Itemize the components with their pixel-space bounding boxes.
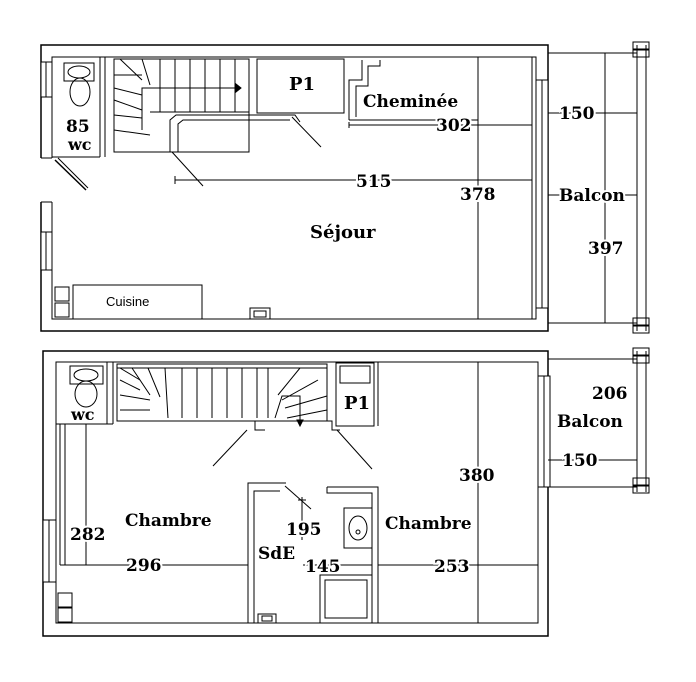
living-length: 515 xyxy=(356,172,392,192)
shower-icon xyxy=(319,574,373,624)
lower-placard-label: P1 xyxy=(344,393,370,414)
lower-labels: wc P1 206 Balcon 150 380 Chambre 282 296… xyxy=(68,384,628,579)
upper-floor-plan xyxy=(40,41,650,334)
bedroom1-label: Chambre xyxy=(125,511,212,531)
kitchen-label: Cuisine xyxy=(106,294,149,309)
lower-stair-door-right xyxy=(336,429,373,470)
lower-balcony-length: 206 xyxy=(592,384,628,404)
bath-depth: 195 xyxy=(286,520,322,540)
lower-floor-plan xyxy=(42,347,650,637)
washbasin-icon xyxy=(343,507,373,549)
kitchen-counter xyxy=(54,284,203,320)
lower-staircase xyxy=(116,363,328,428)
upper-balcony xyxy=(548,41,650,334)
upper-staircase xyxy=(113,58,250,153)
upper-balcony-length: 397 xyxy=(588,239,624,259)
bathroom-door-leaf xyxy=(284,485,312,510)
upper-wc-size: 85 xyxy=(66,117,90,137)
lower-balcony-label: Balcon xyxy=(557,412,623,432)
lower-balcony xyxy=(548,347,650,494)
bedroom2-width: 253 xyxy=(434,557,470,577)
upper-placard xyxy=(256,58,345,114)
bath-label: SdE xyxy=(258,544,295,564)
upper-balcony-label: Balcon xyxy=(559,186,625,206)
fireplace-dimension: 302 xyxy=(436,116,472,136)
bedroom1-width: 296 xyxy=(126,556,162,576)
upper-placard-label: P1 xyxy=(289,74,315,95)
bath-width: 145 xyxy=(305,557,341,577)
upper-stair-door-left xyxy=(171,151,204,187)
upper-stair-door-right xyxy=(291,116,322,148)
upper-entry-door-leaf xyxy=(54,159,87,191)
living-depth: 378 xyxy=(460,185,496,205)
lower-balcony-depth: 150 xyxy=(562,451,598,471)
bathroom-walls xyxy=(247,482,379,623)
lower-stair-door-left xyxy=(212,429,248,467)
fireplace-label: Cheminée xyxy=(363,92,458,112)
upper-wc-label: wc xyxy=(67,135,92,154)
upper-labels: 85 wc P1 Cheminée 302 150 515 378 Balcon… xyxy=(66,74,627,309)
lower-toilet-icon xyxy=(69,365,104,408)
lower-placard xyxy=(335,362,375,427)
bedroom1-depth: 282 xyxy=(70,525,106,545)
bedroom2-label: Chambre xyxy=(385,514,472,534)
upper-balcony-depth: 150 xyxy=(559,104,595,124)
fireplace xyxy=(348,60,478,121)
living-room-label: Séjour xyxy=(310,222,376,243)
lower-outer-walls xyxy=(42,350,549,637)
bedroom-depth: 380 xyxy=(459,466,495,486)
lower-wc-label: wc xyxy=(70,405,95,424)
upper-toilet-icon xyxy=(63,62,95,107)
